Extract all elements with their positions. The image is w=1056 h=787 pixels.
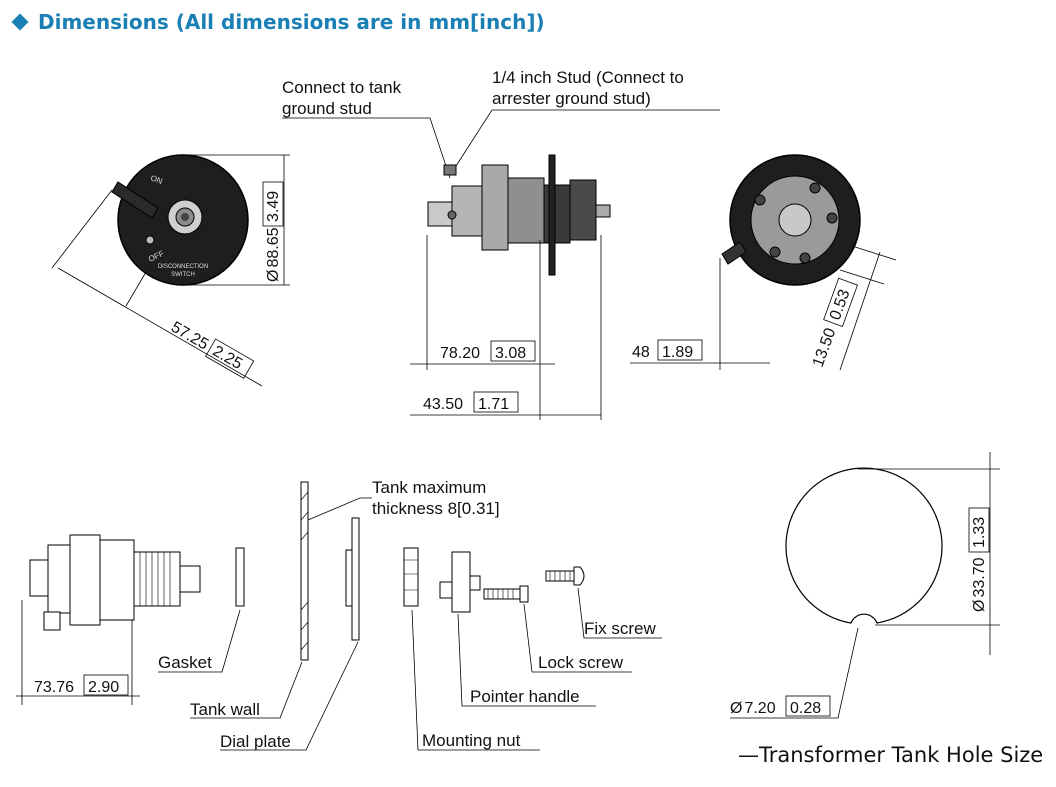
hole-dia-prefix: Ø [971, 600, 988, 612]
svg-text:Ø88.65: Ø 88.65 [265, 227, 282, 282]
callout-stud-line2: arrester ground stud) [492, 89, 651, 108]
mounting-nut-part [403, 547, 419, 607]
front-dia-inch: 3.49 [265, 191, 282, 222]
exploded-view: 73.76 2.90 Gasket Tank wall Tank maximum… [16, 478, 662, 751]
tank-wall-part [300, 481, 309, 661]
side-view: Connect to tank ground stud 1/4 inch Stu… [282, 68, 720, 420]
callout-ground-line1: Connect to tank [282, 78, 402, 97]
hole-diameter-dimension: Ø 33.70 1.33 [968, 507, 990, 612]
side-len2-mm: 43.50 [423, 396, 463, 413]
dial-plate-label: Dial plate [220, 732, 291, 751]
hole-dia-mm: 33.70 [971, 557, 988, 597]
notch-dia-inch: 0.28 [790, 700, 821, 717]
front-width-dimension: 57.25 2.25 [168, 319, 255, 379]
tank-hole-outline [785, 467, 943, 624]
rear-depth-dimension: 13.50 0.53 [810, 277, 858, 370]
rear-w-inch: 1.89 [662, 344, 693, 361]
dial-plate-part [345, 549, 353, 607]
lock-screw-part [483, 588, 521, 600]
fix-screw-label: Fix screw [584, 619, 657, 638]
side-len2-inch: 1.71 [478, 396, 509, 413]
notch-dia-prefix: Ø [730, 700, 742, 717]
side-len1-inch: 3.08 [495, 345, 526, 362]
front-view: ON OFF DISCONNECTION SWITCH Ø88.65 3.49 … [51, 154, 290, 387]
pointer-handle-part [451, 551, 471, 613]
svg-text:Ø7.20: Ø7.20 [730, 700, 776, 717]
rear-w-mm: 48 [632, 344, 650, 361]
side-dial-plate [548, 154, 556, 276]
lock-screw-label: Lock screw [538, 653, 624, 672]
tank-wall-label: Tank wall [190, 700, 260, 719]
front-width-mm: 57.25 [168, 319, 211, 354]
front-diameter-dimension: Ø 88.65 3.49 [262, 181, 284, 282]
tank-max-line2: thickness 8[0.31] [372, 499, 500, 518]
hole-caption: —Transformer Tank Hole Size [738, 743, 1043, 767]
callout-ground-line2: ground stud [282, 99, 372, 118]
gasket-label: Gasket [158, 653, 212, 672]
rear-view: 48 1.89 13.50 0.53 [630, 154, 897, 371]
section-title: Dimensions (All dimensions are in mm[inc… [38, 10, 545, 34]
callout-stud-line1: 1/4 inch Stud (Connect to [492, 68, 684, 87]
plate-text-line2: SWITCH [171, 272, 195, 278]
side-len1-mm: 78.20 [440, 345, 480, 362]
tank-max-line1: Tank maximum [372, 478, 486, 497]
svg-text:Ø33.70: Ø 33.70 [971, 557, 988, 612]
exploded-len-inch: 2.90 [88, 679, 119, 696]
front-pointer-handle [111, 181, 159, 219]
section-header: Dimensions (All dimensions are in mm[inc… [8, 8, 545, 36]
on-label: ON [149, 173, 164, 186]
rear-d-mm: 13.50 [810, 326, 840, 370]
plate-text-line1: DISCONNECTION [158, 264, 208, 270]
exploded-len-mm: 73.76 [34, 679, 74, 696]
mounting-nut-label: Mounting nut [422, 731, 521, 750]
notch-dia-mm: 7.20 [744, 700, 775, 717]
front-dia-mm: 88.65 [265, 227, 282, 267]
gasket-part [235, 547, 245, 607]
pointer-handle-label: Pointer handle [470, 687, 580, 706]
front-dia-prefix: Ø [265, 270, 282, 282]
hole-dia-inch: 1.33 [971, 517, 988, 548]
rear-d-inch: 0.53 [827, 287, 854, 322]
